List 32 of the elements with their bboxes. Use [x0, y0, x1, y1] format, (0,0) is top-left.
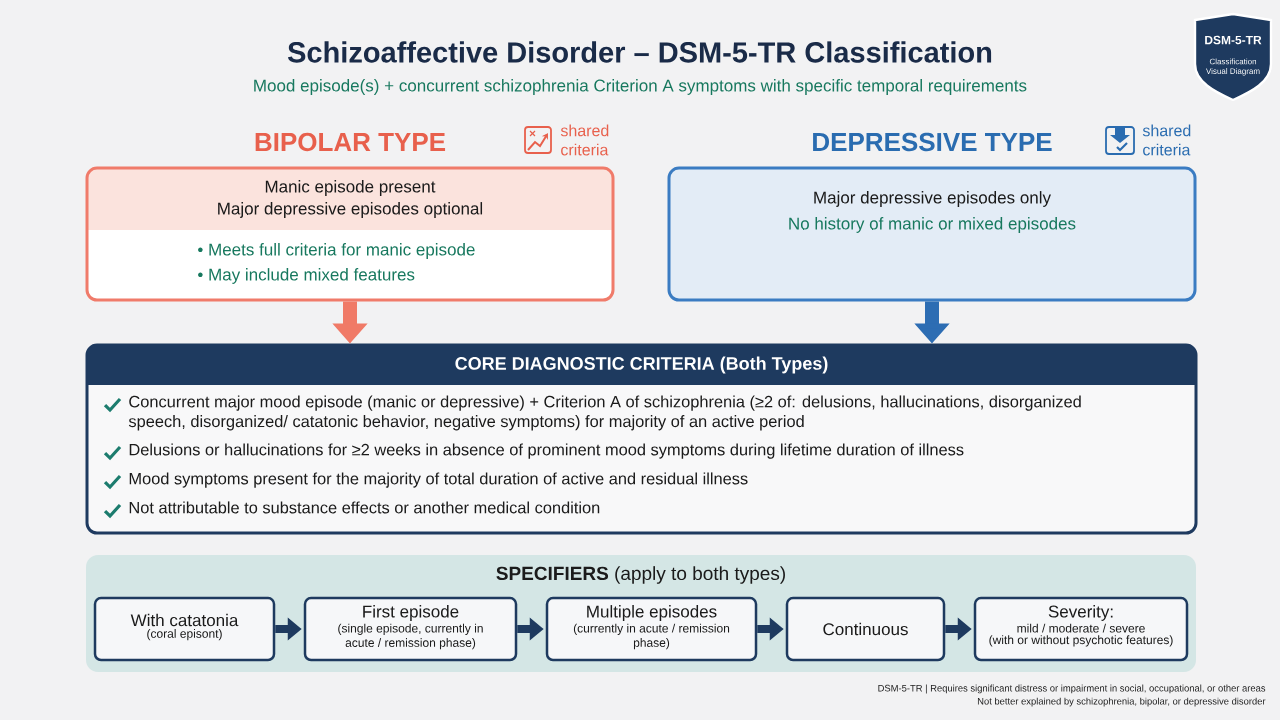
- box-note: (single episode, currently in acute / remission phase): [338, 623, 483, 650]
- list-item: • May include mixed features: [198, 268, 415, 284]
- box-title: First episode: [363, 605, 459, 621]
- footer-note: DSM-5-TR | Requires significant distress or impairment in social, occupational, or other areas: [878, 684, 1266, 694]
- badge-text: Classification Visual Diagram: [1206, 58, 1260, 76]
- panel-header: CORE DIAGNOSTIC CRITERIA (Both Types): [87, 345, 1196, 385]
- badge-title: DSM-5-TR: [1205, 35, 1262, 45]
- box-text: No history of manic or mixed episodes: [789, 217, 1076, 233]
- box-text: Manic episode present: [265, 180, 436, 196]
- box-text: Major depressive episodes only: [814, 191, 1051, 207]
- box-title: Severity:: [1048, 605, 1113, 621]
- subtitle: Mood episode(s) + concurrent schizophrenia Criterion A symptoms with specific temporal requirements: [254, 79, 1027, 95]
- type-heading: BIPOLAR TYPE: [255, 132, 446, 152]
- criterion-text: Delusions or hallucinations for ≥2 weeks in absence of prominent mood symptoms during lifetime duration of illness: [129, 443, 964, 459]
- type-heading: DEPRESSIVE TYPE: [813, 132, 1052, 152]
- box-text: Major depressive episodes optional: [218, 202, 483, 218]
- title: Schizoaffective Disorder – DSM-5-TR Classification: [287, 41, 992, 63]
- box-note: (with or without psychotic features): [989, 635, 1173, 647]
- panel-title: SPECIFIERS (apply to both types): [496, 566, 785, 584]
- side-note: shared criteria: [1142, 124, 1191, 156]
- box-title: Continuous: [823, 622, 908, 636]
- footer-note: Not better explained by schizophrenia, bipolar, or depressive disorder: [977, 697, 1266, 707]
- criterion-text: Mood symptoms present for the majority of total duration of active and residual illness: [129, 472, 748, 488]
- criterion-text: Not attributable to substance effects or another medical condition: [129, 501, 600, 514]
- side-note: shared criteria: [560, 124, 609, 156]
- list-item: • Meets full criteria for manic episode: [198, 243, 475, 259]
- box-note: (coral episont): [147, 629, 222, 641]
- box-title: With catatonia: [130, 613, 239, 627]
- criterion-text: Concurrent major mood episode (manic or depressive) + Criterion A of schizophrenia (≥2 of: delusions, hallucinations, disorganized speech, disorganized/ catatonic behavior, negative symptoms) for majority of an active period: [128, 395, 1081, 431]
- box-title: Multiple episodes: [587, 605, 717, 621]
- box-note: (currently in acute / remission phase): [573, 623, 730, 650]
- box-note: mild / moderate / severe: [1017, 623, 1145, 633]
